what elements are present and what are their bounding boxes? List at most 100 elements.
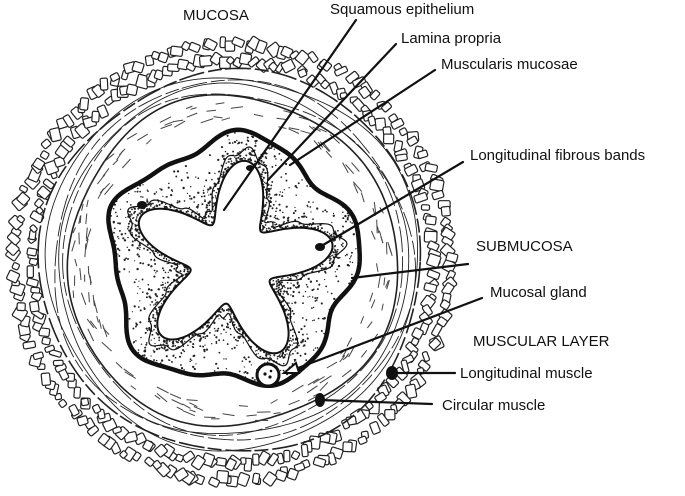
stipple-dot [285,290,288,293]
stipple-dot [160,297,162,300]
stipple-dot [230,160,233,162]
stipple-dot [118,222,121,225]
stipple-dot [209,187,212,190]
stipple-dot [143,350,146,353]
submucosa-dash [311,385,318,391]
stipple-dot [268,193,271,196]
muscle-bundle [376,412,390,427]
label-muscularis-mucosae: Muscularis mucosae [441,56,578,73]
stipple-dot [191,333,194,337]
stipple-dot [315,299,318,302]
stipple-dot [315,280,318,282]
stipple-dot [123,258,126,261]
stipple-dot [307,206,309,208]
muscle-bundle [384,408,396,421]
muscle-bundle [91,110,100,123]
stipple-dot [138,248,141,251]
stipple-dot [326,210,328,213]
stipple-dot [210,216,213,218]
stipple-dot [140,196,142,198]
submucosa-dash [174,120,186,128]
muscle-bundle [334,65,349,77]
stipple-dot [176,280,179,284]
muscle-bundle [262,471,278,487]
stipple-dot [134,234,138,237]
submucosa-dash [98,319,102,329]
stipple-dot [167,276,170,279]
submucosa-dash [342,350,347,358]
stipple-dot [171,360,173,363]
stipple-dot [218,351,221,354]
stipple-dot [350,256,352,258]
stipple-dot [150,320,152,323]
submucosa-dash [346,337,353,347]
stipple-dot [281,351,285,354]
stipple-dot [129,215,132,217]
stipple-dot [295,275,297,278]
stipple-dot [221,154,224,158]
stipple-dot [248,360,251,363]
submucosa-dash [88,292,90,303]
stipple-dot [149,252,151,254]
stipple-dot [141,196,144,198]
stipple-dot [116,215,119,218]
stipple-dot [164,282,167,284]
mucosal-gland [255,362,281,388]
stipple-dot [132,217,134,220]
muscle-bundle [431,323,443,338]
submucosa-dash [342,355,349,361]
stipple-dot [124,232,127,235]
submucosa-dash [342,162,349,174]
stipple-dot [226,134,229,137]
stipple-dot [342,225,344,228]
muscle-bundle [424,162,439,173]
submucosa-dash [74,258,78,267]
stipple-dot [310,211,312,213]
stipple-dot [136,267,139,271]
stipple-dot [281,353,284,356]
submucosa-dash [71,240,76,252]
stipple-dot [317,317,320,320]
stipple-dot [137,306,140,308]
submucosa-dash [386,279,390,290]
stipple-dot [207,188,210,191]
stipple-dot [173,170,176,173]
stipple-dot [347,216,349,218]
stipple-dot [265,201,268,204]
stipple-dot [204,219,207,222]
stipple-dot [322,317,325,320]
stipple-dot [127,236,129,239]
stipple-dot [310,224,313,226]
stipple-dot [188,194,191,197]
stipple-dot [302,302,304,305]
stipple-dot [344,220,348,223]
muscle-bundle [203,38,218,52]
stipple-dot [297,284,301,287]
stipple-dot [139,288,141,290]
stipple-dot [185,211,188,214]
stipple-dot [118,229,121,232]
label-lamina-propria: Lamina propria [401,30,502,47]
submucosa-dash [323,143,331,152]
stipple-dot [176,170,180,173]
stipple-dot [139,309,142,312]
stipple-dot [272,280,274,282]
stipple-dot [270,225,273,228]
stipple-dot [214,330,216,332]
stipple-dot [170,193,173,197]
submucosa-dash [325,150,333,158]
stipple-dot [262,168,265,171]
submucosa-dash [312,376,325,384]
submucosa-dash [369,292,374,302]
stipple-dot [282,356,285,359]
submucosa-dash [213,116,223,119]
stipple-dot [281,191,284,194]
submucosa-dash [238,405,248,407]
stipple-dot [283,304,285,306]
stipple-dot [232,150,235,153]
muscle-bundle [181,450,196,464]
stipple-dot [127,258,129,260]
stipple-dot [292,284,295,287]
stipple-dot [274,214,277,217]
stipple-dot [163,340,166,343]
